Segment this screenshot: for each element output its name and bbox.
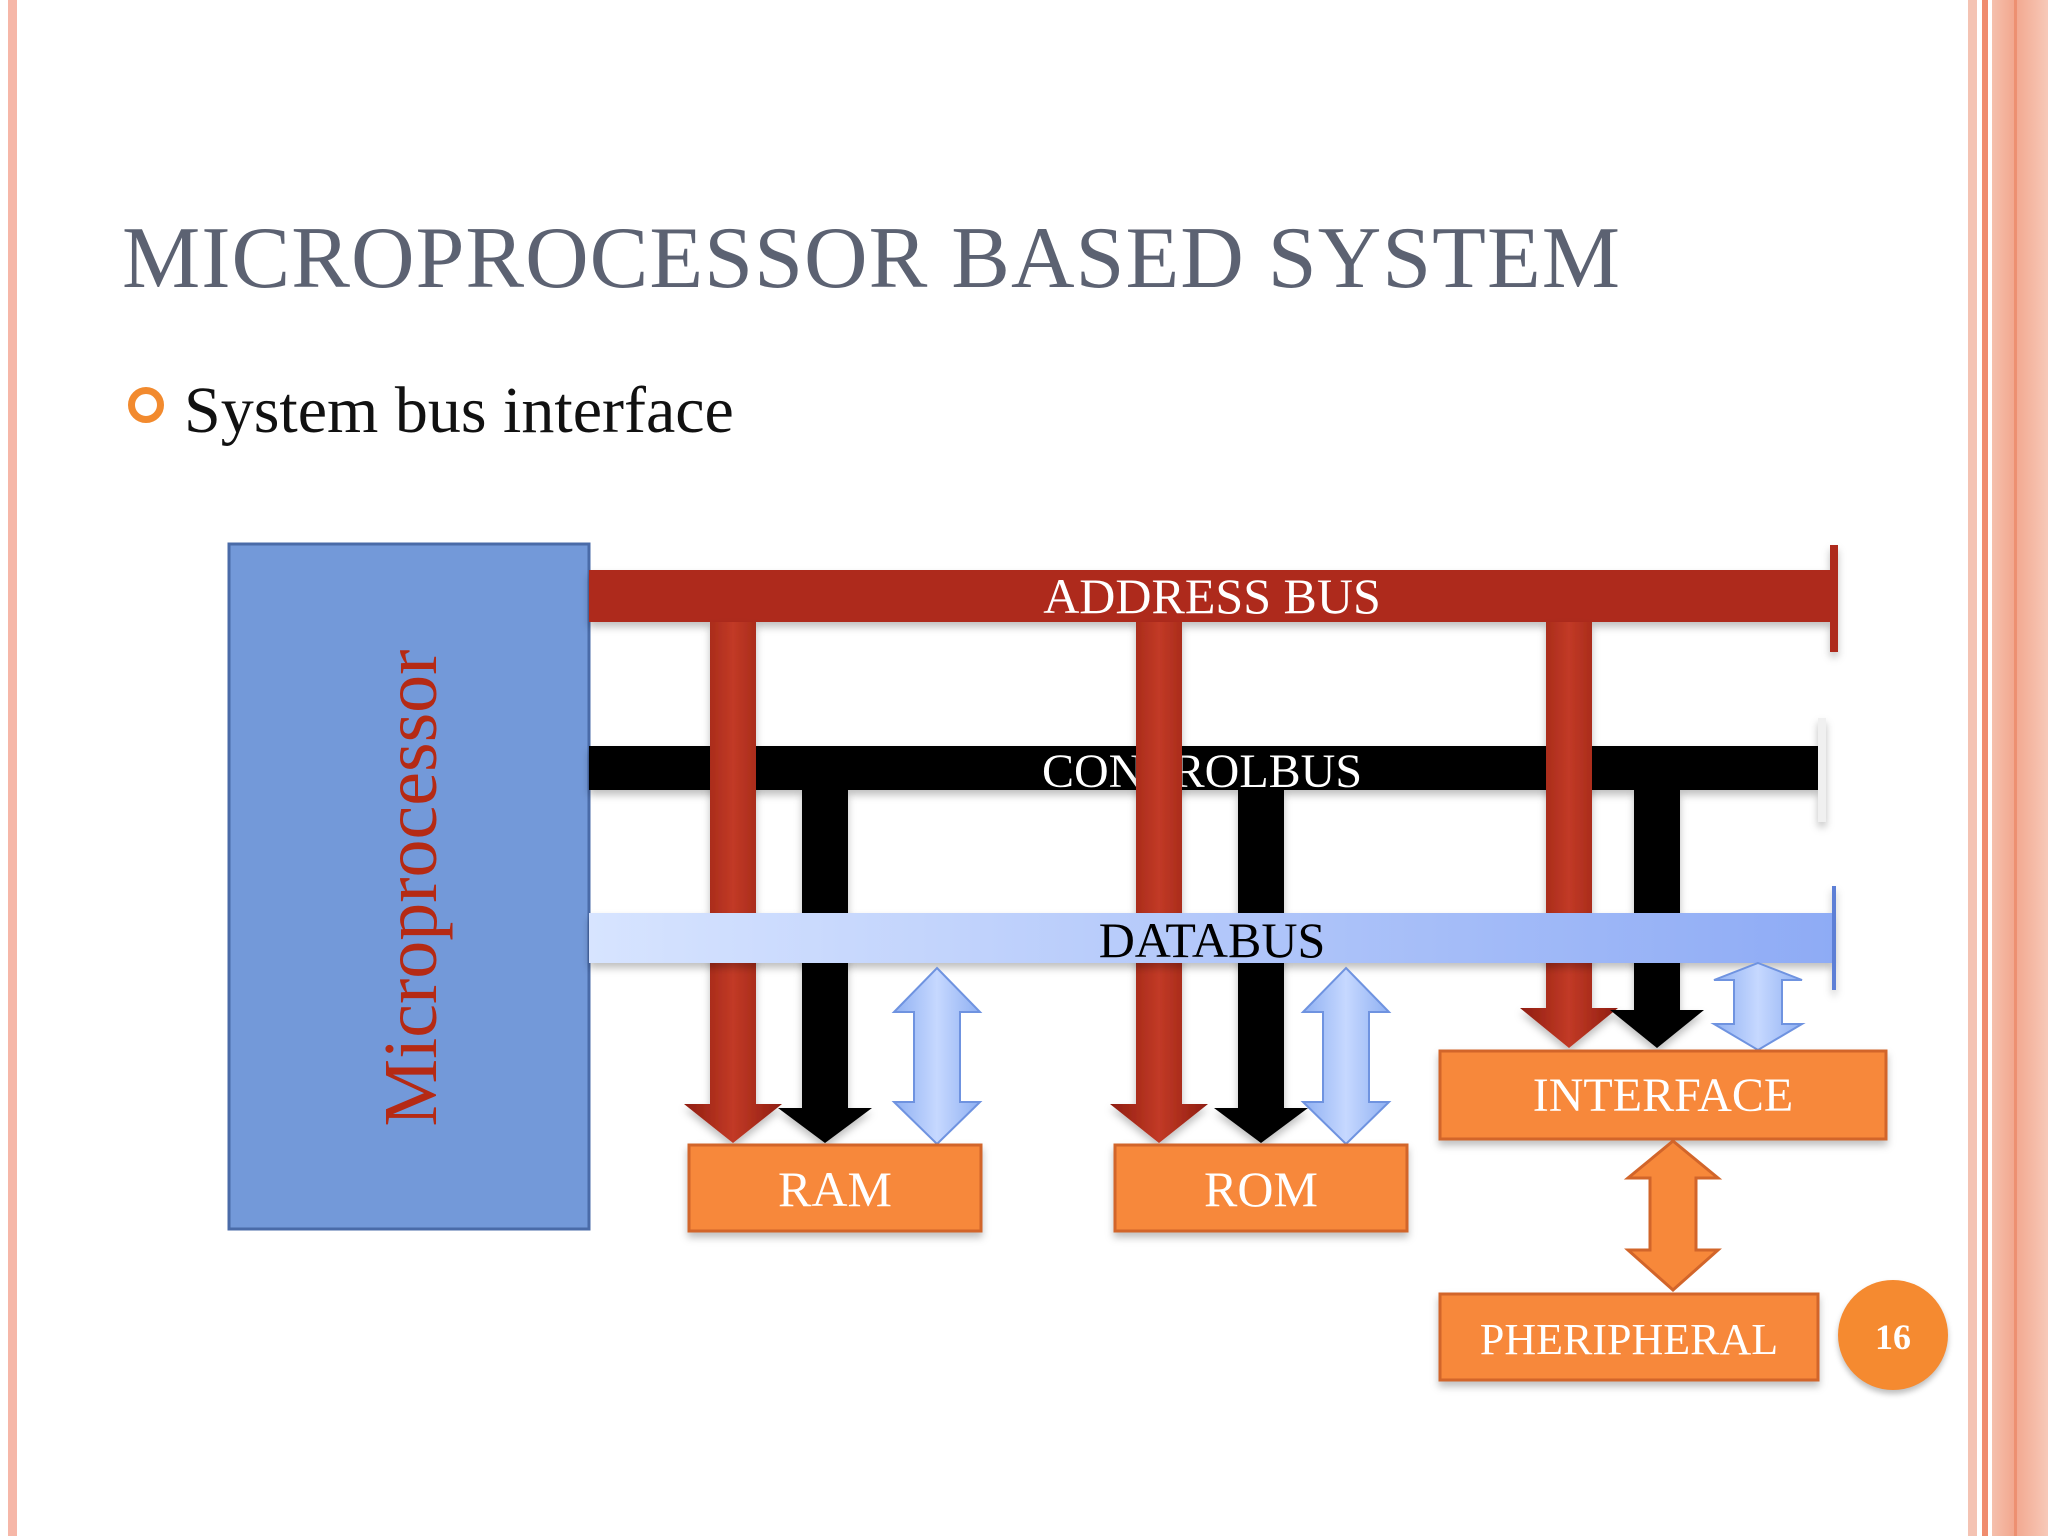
data-arrow-interface [1710,961,1806,1052]
microprocessor-block [227,542,591,1231]
page-number: 16 [1875,1317,1911,1357]
left-border-stripe [8,0,17,1536]
rom-block [1113,1143,1409,1233]
data-bus [589,886,1836,990]
control-arrow-ram [778,790,872,1143]
slide-title: MICROPROCESSOR BASED SYSTEM [122,210,1621,307]
right-border-decoration [1968,0,2048,1536]
microprocessor-label: Microprocessor [369,650,453,1127]
control-arrow-rom [1214,790,1308,1143]
rom-label: ROM [1204,1161,1318,1217]
peripheral-block [1438,1292,1820,1382]
interface-label: INTERFACE [1533,1069,1793,1122]
address-bus [589,545,1838,652]
control-bus [589,718,1826,822]
interface-block [1438,1049,1888,1141]
page-number-badge: 16 [1838,1280,1948,1390]
address-arrow-ram [684,622,782,1143]
bullet-circle-icon [128,387,164,423]
address-arrow-rom [1110,622,1208,1143]
data-bus-label: DATABUS [1099,912,1326,968]
control-bus-label: CONTROLBUS [1042,745,1362,798]
bullet-text: System bus interface [184,374,734,447]
data-arrow-ram [891,966,983,1146]
ram-label: RAM [778,1161,892,1217]
address-arrow-interface [1520,622,1618,1048]
peripheral-label: PHERIPHERAL [1480,1315,1778,1364]
ram-block [687,1143,983,1233]
address-bus-label: ADDRESS BUS [1043,568,1381,624]
data-arrow-rom [1300,966,1392,1146]
interface-peripheral-arrow [1623,1139,1723,1293]
